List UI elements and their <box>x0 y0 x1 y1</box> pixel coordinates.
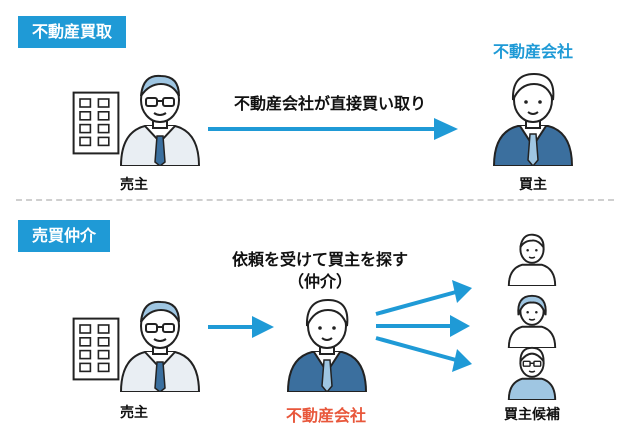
brokerage-section-tag: 売買仲介 <box>18 220 111 252</box>
buyer-candidate-icon-1 <box>503 228 561 286</box>
seller-label-2: 売主 <box>120 405 148 421</box>
seller-building-icon <box>72 80 120 166</box>
search-buyers-arrows-icon <box>375 280 472 372</box>
seller-building-icon-2 <box>72 306 120 392</box>
section-divider <box>16 199 614 201</box>
company-person-icon <box>488 66 578 166</box>
request-arrow-icon <box>208 316 274 338</box>
buyer-candidate-icon-2 <box>503 290 561 348</box>
company-buyer-label: 不動産会社 <box>492 42 573 61</box>
broker-company-label: 不動産会社 <box>285 406 366 425</box>
seller-label: 売主 <box>120 177 148 193</box>
direct-purchase-caption: 不動産会社が直接買い取り <box>233 94 426 113</box>
buyer-label: 買主 <box>519 177 547 193</box>
direct-purchase-arrow-icon <box>208 118 458 140</box>
brokerage-caption-line2: （仲介） <box>287 272 352 291</box>
buyer-candidates-label: 買主候補 <box>504 407 560 423</box>
purchase-section-tag: 不動産買取 <box>18 16 127 48</box>
seller-person-icon-2 <box>115 292 205 392</box>
brokerage-caption-line1: 依頼を受けて買主を探す <box>231 250 408 269</box>
company-broker-person-icon <box>282 292 372 392</box>
seller-person-icon <box>115 66 205 166</box>
buyer-candidate-icon-3 <box>503 342 561 400</box>
